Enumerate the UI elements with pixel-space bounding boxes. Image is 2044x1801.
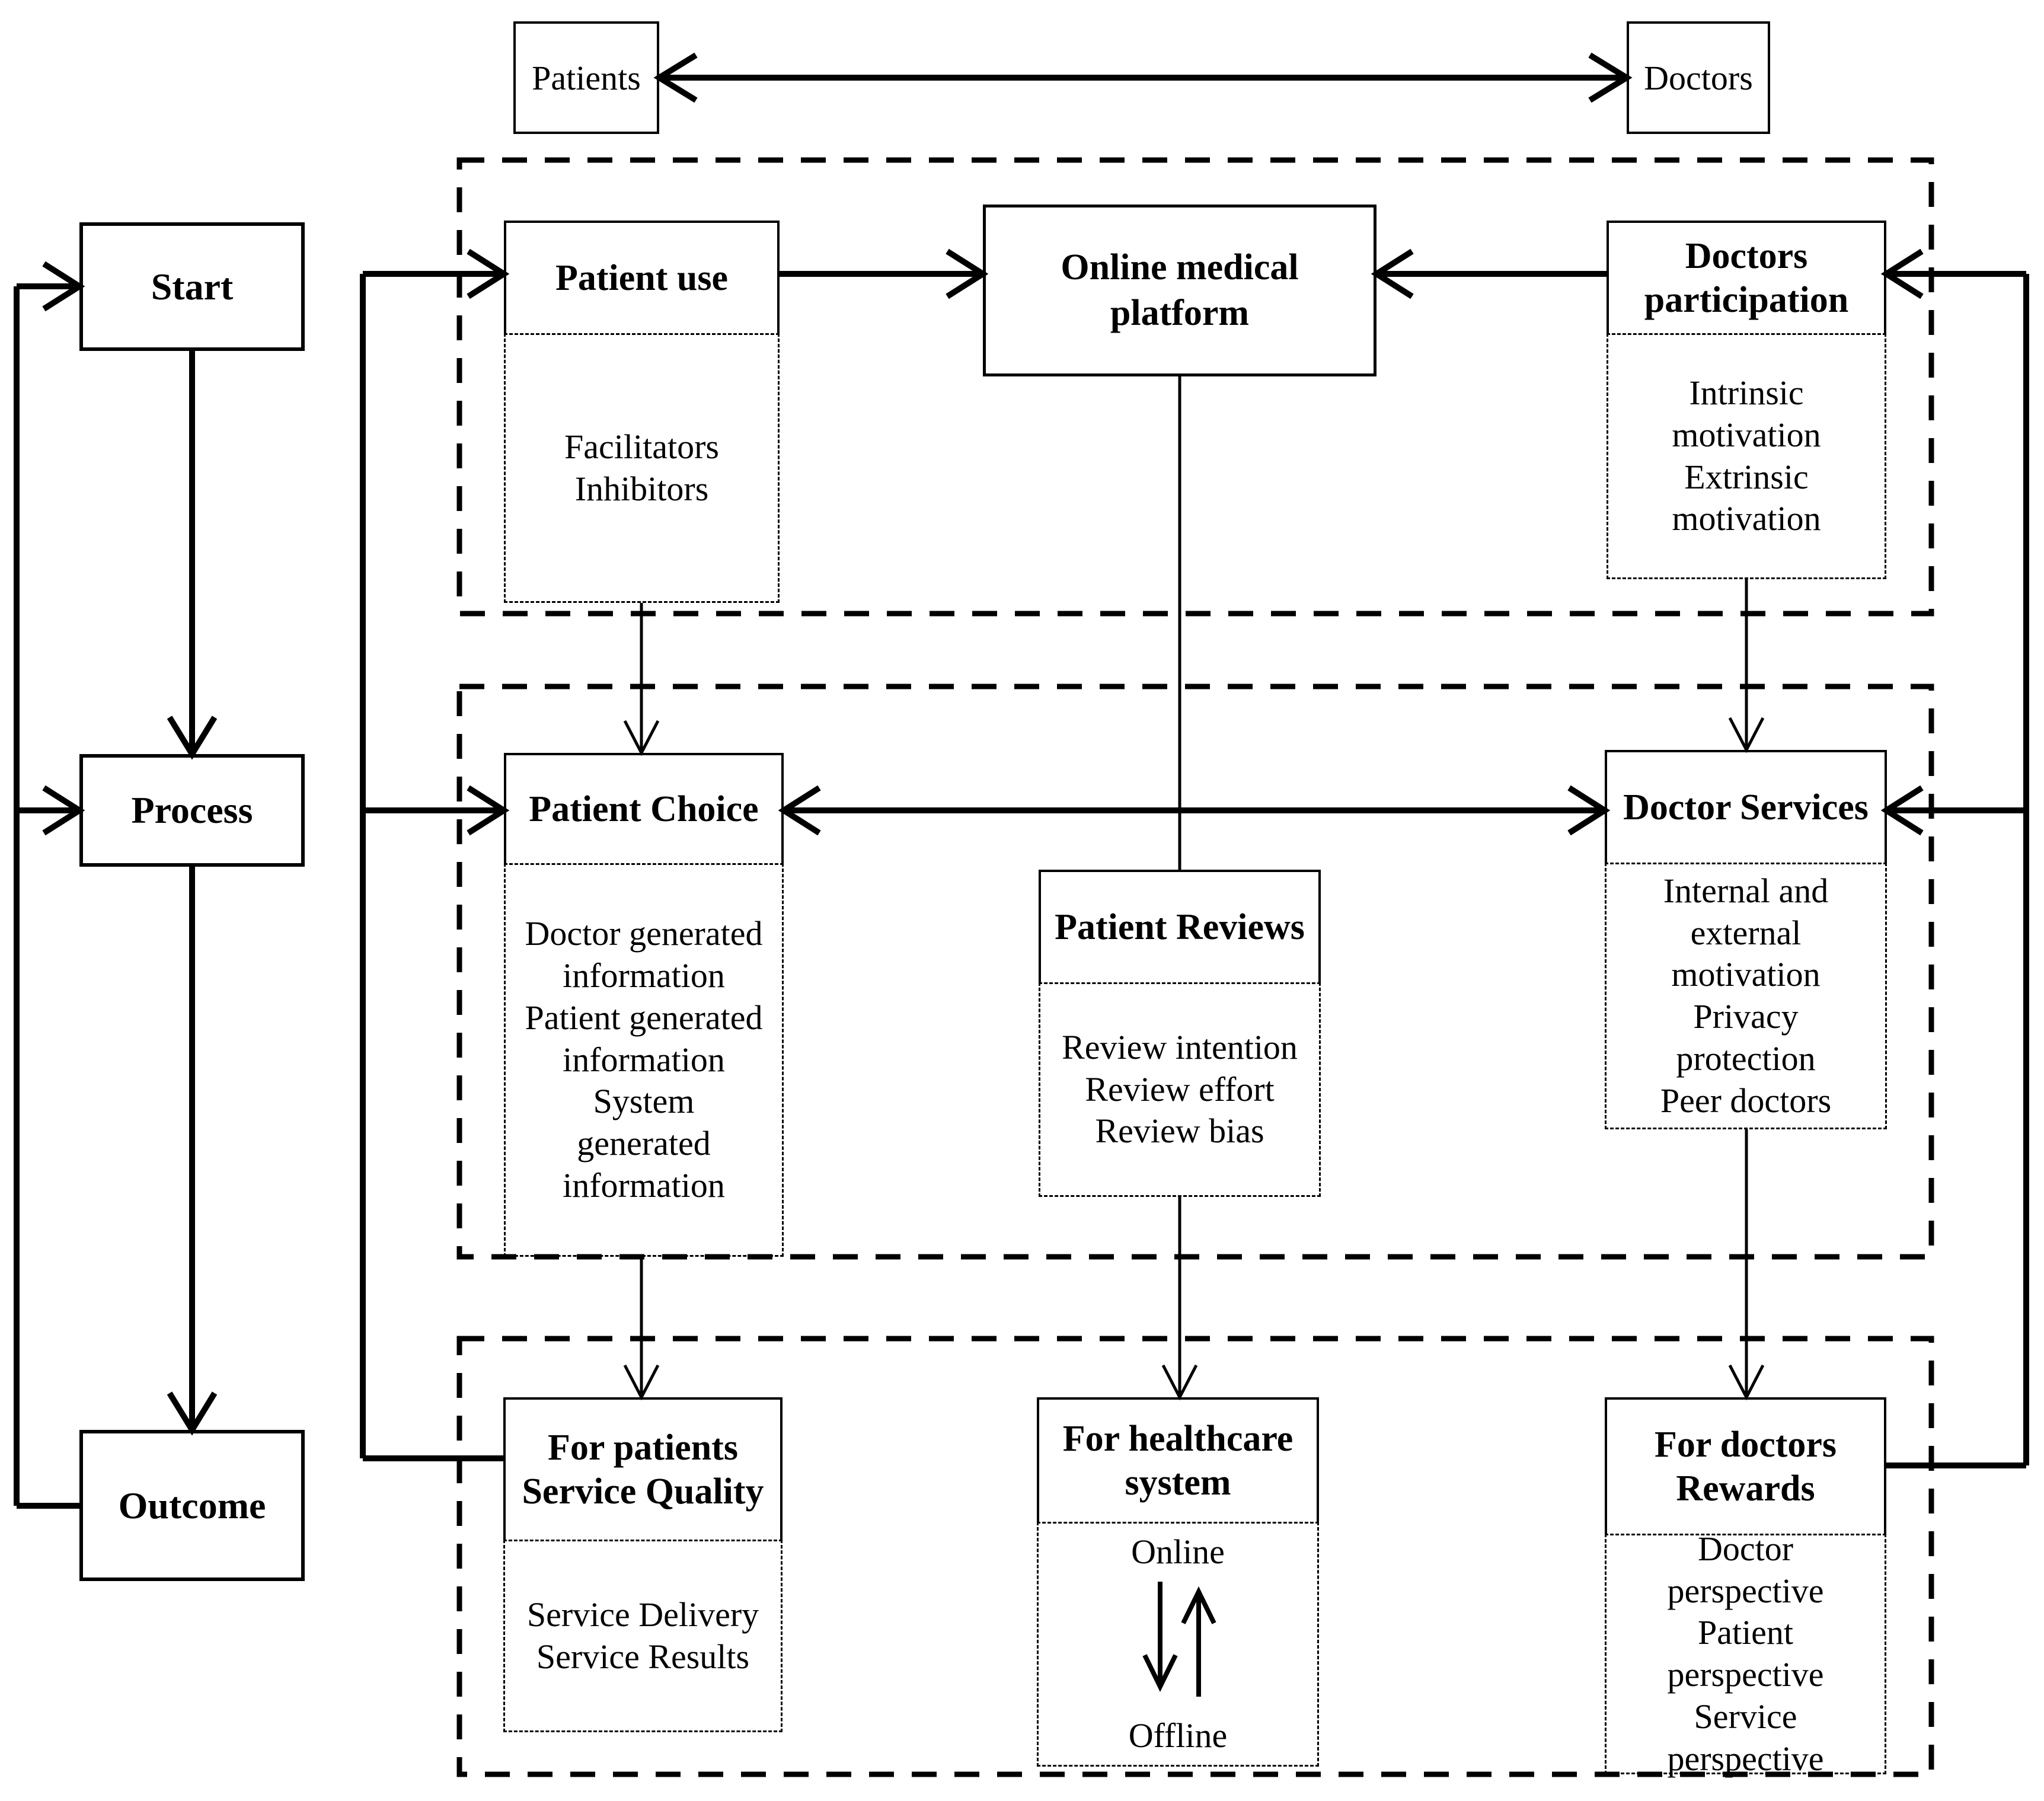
patient-choice-items: Doctor generated information Patient gen… [525,914,763,1205]
patient-use-label: Patient use [555,257,729,298]
for-healthcare-system-title-box: For healthcare system [1037,1397,1319,1522]
outcome-box: Outcome [79,1430,305,1581]
for-patients-items: Service Delivery Service Results [526,1595,759,1676]
patient-choice-to-for-patients-arrow [623,1257,660,1401]
participation-to-doctor-services-arrow [1728,579,1765,753]
patient-choice-items-box: Doctor generated information Patient gen… [504,863,784,1257]
offline-label: Offline [1128,1716,1228,1755]
for-doctors-items-box: Doctor perspective Patient perspective S… [1605,1529,1886,1778]
for-patients-service-quality-label: For patients Service Quality [522,1427,764,1512]
start-box: Start [79,222,305,351]
participation-to-platform-arrow [1371,248,1607,299]
start-to-process-arrow [167,351,218,760]
outcome-label: Outcome [118,1484,266,1527]
doctors-participation-label: Doctors participation [1644,235,1849,320]
patient-column-bracket-connector [360,248,510,1461]
for-patients-service-quality-title-box: For patients Service Quality [503,1397,783,1540]
doctor-column-bracket-connector [1880,248,2029,1468]
for-doctors-items: Doctor perspective Patient perspective S… [1667,1529,1824,1778]
patient-use-to-platform-arrow [780,248,989,299]
patient-choice-doctor-services-double-arrow [778,785,1611,836]
patients-doctors-double-arrow [653,52,1633,103]
doctor-services-items-box: Internal and external motivation Privacy… [1605,863,1887,1129]
doctor-services-items: Internal and external motivation Privacy… [1660,871,1832,1120]
online-label: Online [1131,1532,1225,1572]
doctor-services-to-for-doctors-arrow [1728,1129,1765,1401]
for-patients-items-box: Service Delivery Service Results [503,1540,783,1732]
doctors-label: Doctors [1644,58,1753,97]
patient-choice-label: Patient Choice [529,788,759,829]
doctors-participation-items: Intrinsic motivation Extrinsic motivatio… [1672,373,1821,538]
patient-use-title-box: Patient use [504,221,780,333]
doctor-services-label: Doctor Services [1623,787,1869,828]
process-label: Process [131,789,253,831]
patient-use-to-patient-choice-arrow [623,603,660,756]
for-healthcare-items-box: Online Offline [1037,1522,1319,1767]
doctors-participation-items-box: Intrinsic motivation Extrinsic motivatio… [1607,333,1886,579]
patient-reviews-items: Review intention Review effort Review bi… [1062,1027,1298,1151]
patient-reviews-title-box: Patient Reviews [1039,870,1321,982]
patient-reviews-label: Patient Reviews [1055,906,1305,947]
for-doctors-rewards-title-box: For doctors Rewards [1605,1397,1886,1534]
doctors-box: Doctors [1627,21,1770,134]
patient-choice-title-box: Patient Choice [504,753,784,863]
for-doctors-rewards-label: For doctors Rewards [1654,1424,1837,1509]
patient-use-items-box: Facilitators Inhibitors [504,333,780,603]
patients-label: Patients [532,58,641,97]
stage-bracket-connector [14,261,85,1509]
doctors-participation-title-box: Doctors participation [1607,221,1886,333]
online-offline-exchange-arrows-icon [1130,1577,1225,1711]
patients-box: Patients [513,21,659,134]
doctor-services-title-box: Doctor Services [1605,750,1887,863]
for-healthcare-system-label: For healthcare system [1062,1418,1294,1503]
online-medical-platform-box: Online medical platform [983,205,1376,376]
online-medical-platform-label: Online medical platform [1061,247,1299,334]
patient-reviews-to-for-healthcare-arrow [1161,1197,1198,1401]
process-to-outcome-arrow [167,867,218,1436]
start-label: Start [151,265,234,308]
patient-reviews-items-box: Review intention Review effort Review bi… [1039,982,1321,1197]
patient-use-items: Facilitators Inhibitors [564,427,719,508]
process-box: Process [79,754,305,867]
